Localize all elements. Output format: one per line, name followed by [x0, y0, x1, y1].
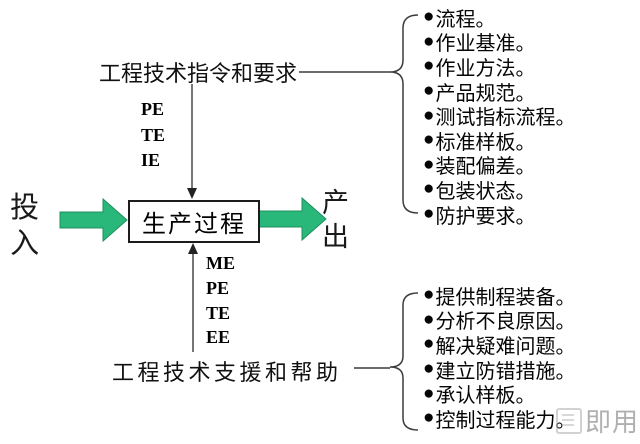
list-item: ●产品规范。 — [423, 79, 575, 105]
list-item: ●建立防错措施。 — [423, 357, 576, 383]
list-item: ●分析不良原因。 — [423, 308, 576, 334]
top-brace-icon — [389, 14, 419, 214]
bottom-role: ME — [206, 253, 235, 273]
bullet-icon: ● — [423, 203, 435, 225]
list-item: ●控制过程能力。 — [423, 406, 576, 432]
list-item-label: 分析不良原因。 — [435, 311, 576, 334]
watermark: 即用 — [556, 402, 639, 439]
list-item-label: 作业方法。 — [435, 57, 536, 80]
input-label: 投入 — [10, 192, 40, 260]
top-role: PE — [141, 99, 165, 119]
process-box: 生产过程 — [128, 200, 260, 243]
bottom-brace-icon — [389, 292, 419, 431]
bullet-icon: ● — [423, 55, 435, 77]
bullet-icon: ● — [423, 358, 435, 380]
bullet-icon: ● — [423, 382, 435, 404]
watermark-text: 即用 — [585, 408, 640, 437]
bullet-icon: ● — [423, 178, 435, 200]
bullet-icon: ● — [423, 129, 435, 151]
bottom-role: TE — [206, 302, 231, 323]
watermark-logo-icon — [556, 407, 582, 434]
list-item-label: 测试指标流程。 — [435, 107, 576, 130]
list-item-label: 承认样板。 — [435, 385, 536, 408]
top-roles: PE TE IE — [141, 97, 165, 174]
bullet-icon: ● — [423, 284, 435, 306]
bullet-icon: ● — [423, 407, 435, 429]
list-item-label: 建立防错措施。 — [435, 360, 576, 383]
bullet-icon: ● — [423, 308, 435, 330]
list-item: ●承认样板。 — [423, 381, 575, 408]
list-item-label: 作业基准。 — [435, 33, 536, 56]
bottom-support-list: ●提供制程装备。 ●分析不良原因。 ●解决疑难问题。 ●建立防错措施。 ●承认样… — [423, 283, 575, 431]
process-box-label: 生产过程 — [142, 212, 246, 238]
list-item-label: 包装状态。 — [435, 180, 536, 203]
list-item: ●解决疑难问题。 — [423, 332, 576, 358]
list-item-label: 产品规范。 — [435, 82, 536, 105]
list-item: ●作业方法。 — [423, 54, 575, 80]
bottom-roles: ME PE TE EE — [206, 251, 235, 350]
list-item-label: 装配偏差。 — [435, 156, 536, 179]
bottom-role: PE — [206, 277, 230, 298]
bullet-icon: ● — [423, 30, 435, 52]
top-down-arrowhead-icon — [187, 188, 197, 199]
bottom-up-arrowhead-icon — [188, 243, 198, 254]
bullet-icon: ● — [423, 153, 435, 175]
top-role: TE — [141, 124, 166, 145]
list-item-label: 流程。 — [435, 8, 496, 31]
list-item-label: 防护要求。 — [435, 205, 536, 228]
list-item: ●提供制程装备。 — [423, 283, 576, 309]
bullet-icon: ● — [423, 6, 435, 28]
list-item: ●防护要求。 — [423, 202, 575, 228]
list-item-label: 标准样板。 — [435, 131, 536, 154]
bullet-icon: ● — [423, 104, 435, 126]
output-label: 产出 — [322, 188, 350, 252]
top-role: IE — [141, 150, 161, 171]
list-item-label: 解决疑难问题。 — [435, 335, 576, 358]
bullet-icon: ● — [423, 80, 435, 102]
list-item-label: 提供制程装备。 — [435, 286, 576, 309]
list-item: ●流程。 — [423, 5, 575, 31]
list-item: ●装配偏差。 — [423, 153, 575, 179]
top-instructions-label: 工程技术指令和要求 — [99, 61, 298, 86]
list-item: ●包装状态。 — [423, 177, 575, 203]
bottom-role: EE — [206, 327, 231, 348]
list-item-label: 控制过程能力。 — [435, 409, 576, 432]
list-item: ●标准样板。 — [423, 128, 575, 154]
input-arrow-icon — [59, 197, 128, 243]
output-arrow-icon — [258, 196, 327, 242]
list-item: ●测试指标流程。 — [423, 103, 576, 130]
list-item: ●作业基准。 — [423, 30, 575, 56]
top-requirements-list: ●流程。 ●作业基准。 ●作业方法。 ●产品规范。 ●测试指标流程。 ●标准样板… — [423, 5, 576, 228]
bullet-icon: ● — [423, 333, 435, 355]
bottom-support-label: 工程技术支援和帮助 — [112, 360, 342, 385]
